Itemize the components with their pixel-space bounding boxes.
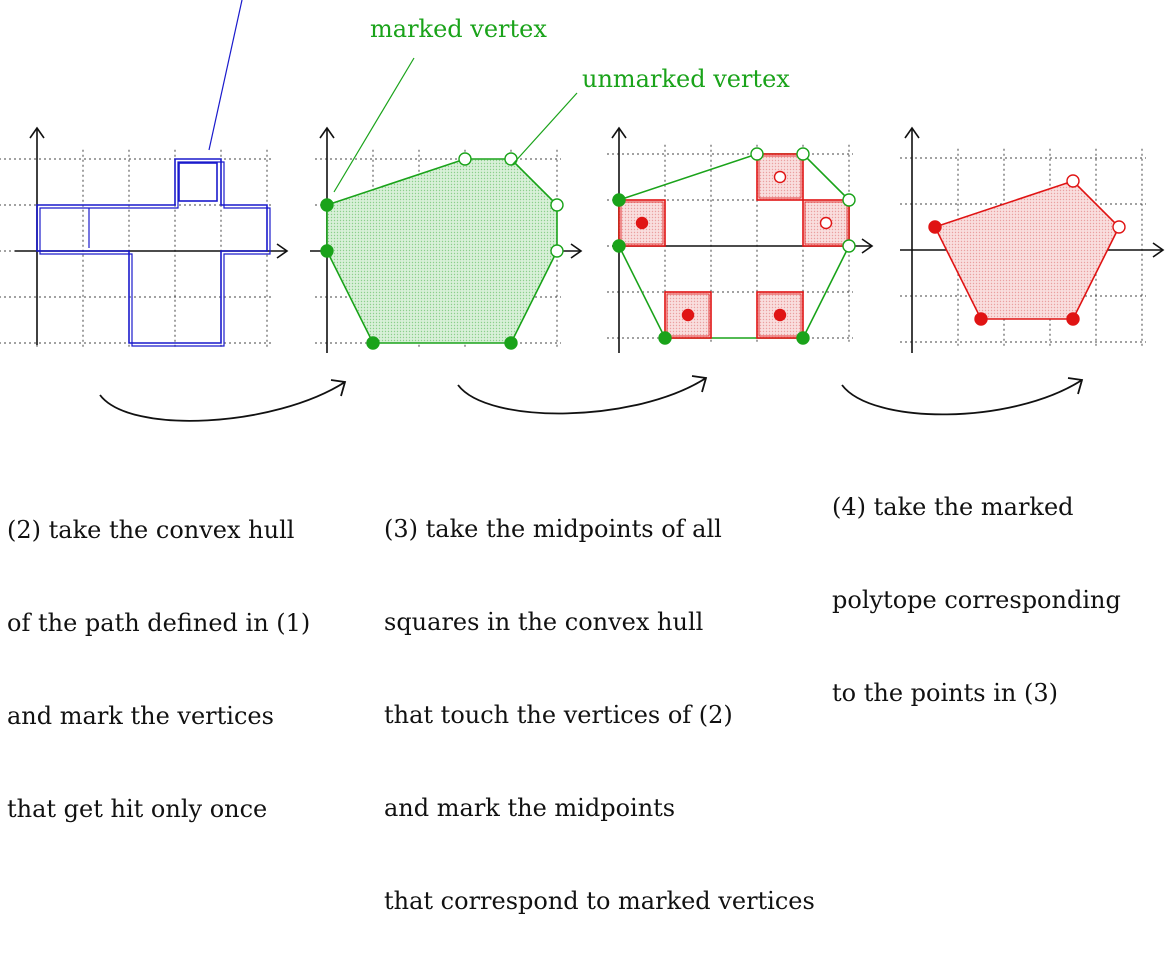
x-axis-arrow xyxy=(570,243,583,259)
y-axis-arrow xyxy=(319,126,335,139)
unmarked-vertex xyxy=(842,193,856,207)
unmarked-midpoint xyxy=(819,216,833,230)
unmarked-vertex xyxy=(842,239,856,253)
y-axis-arrow xyxy=(611,126,627,139)
touching-square-inner xyxy=(758,155,802,199)
path-callout-line xyxy=(208,0,243,151)
blue-path-outer xyxy=(36,158,268,344)
marked-vertex xyxy=(612,193,626,207)
diagram-stage: marked vertex unmarked vertex (2) take t… xyxy=(0,0,1165,915)
marked-vertex xyxy=(974,312,988,326)
marked-vertex xyxy=(320,198,334,212)
touching-square-inner xyxy=(620,201,664,245)
touching-square xyxy=(756,291,804,339)
blue-path-inner-loop xyxy=(178,162,218,202)
panel-1 xyxy=(0,126,289,348)
unmarked-vertex-callout-line xyxy=(511,92,578,166)
transition-arrow-head xyxy=(691,375,708,393)
callouts-layer xyxy=(208,0,578,193)
marked-vertex-label: marked vertex xyxy=(370,15,547,43)
unmarked-vertex xyxy=(796,147,810,161)
transition-arrow-1 xyxy=(99,381,346,422)
caption-step2-line: and mark the vertices xyxy=(7,702,274,730)
unmarked-vertex xyxy=(504,152,518,166)
panel-4 xyxy=(900,126,1165,353)
transition-arrow-head xyxy=(330,379,347,397)
marked-vertex xyxy=(928,220,942,234)
panel-2 xyxy=(310,126,583,353)
panels-layer xyxy=(0,126,1165,353)
caption-step3-line: and mark the midpoints xyxy=(384,794,676,822)
y-axis-arrow xyxy=(904,126,920,139)
transition-arrow-3 xyxy=(841,379,1083,416)
marked-vertex xyxy=(658,331,672,345)
unmarked-vertex xyxy=(1112,220,1126,234)
y-axis-arrow xyxy=(29,126,45,139)
unmarked-vertex xyxy=(550,244,564,258)
marked-midpoint xyxy=(681,308,695,322)
convex-hull xyxy=(326,158,558,344)
x-axis-arrow xyxy=(1152,242,1165,258)
marked-vertex xyxy=(796,331,810,345)
marked-midpoint xyxy=(635,216,649,230)
caption-step4-line: to the points in (3) xyxy=(832,679,1058,707)
marked-midpoint xyxy=(773,308,787,322)
touching-square-inner xyxy=(666,293,710,337)
caption-step2: (2) take the convex hull of the path def… xyxy=(7,453,310,887)
touching-square-inner xyxy=(804,201,848,245)
touching-square-inner xyxy=(758,293,802,337)
caption-step3-line: squares in the convex hull xyxy=(384,608,704,636)
transition-arrow-2 xyxy=(457,377,707,415)
caption-step3-line: that touch the vertices of (2) xyxy=(384,701,733,729)
unmarked-vertex xyxy=(1066,174,1080,188)
transition-arrow-head xyxy=(1067,377,1084,395)
caption-step4-line: (4) take the marked xyxy=(832,493,1074,521)
unmarked-vertex xyxy=(550,198,564,212)
touching-square xyxy=(756,153,804,201)
marked-vertex-callout-line xyxy=(333,57,415,193)
marked-vertex xyxy=(320,244,334,258)
x-axis-arrow xyxy=(276,243,289,259)
arrows-layer xyxy=(99,375,1084,422)
unmarked-midpoint xyxy=(773,170,787,184)
marked-vertex xyxy=(1066,312,1080,326)
marked-vertex xyxy=(504,336,518,350)
panel-3 xyxy=(607,126,874,353)
marked-vertex xyxy=(366,336,380,350)
caption-step3-line: (3) take the midpoints of all xyxy=(384,515,722,543)
x-axis-arrow xyxy=(861,238,874,254)
caption-step2-line: (2) take the convex hull xyxy=(7,516,295,544)
blue-path-double xyxy=(39,161,271,347)
caption-step2-line: of the path defined in (1) xyxy=(7,609,311,637)
caption-step2-line: that get hit only once xyxy=(7,795,268,823)
caption-step3: (3) take the midpoints of all squares in… xyxy=(384,452,815,979)
caption-step4: (4) take the marked polytope correspondi… xyxy=(832,430,1121,771)
unmarked-vertex xyxy=(458,152,472,166)
caption-step4-line: polytope corresponding xyxy=(832,586,1121,614)
unmarked-vertex xyxy=(750,147,764,161)
caption-step3-line: that correspond to marked vertices xyxy=(384,887,815,915)
marked-vertex xyxy=(612,239,626,253)
unmarked-vertex-label: unmarked vertex xyxy=(582,65,790,93)
diagram-canvas xyxy=(0,0,1165,422)
marked-polytope xyxy=(933,180,1120,320)
